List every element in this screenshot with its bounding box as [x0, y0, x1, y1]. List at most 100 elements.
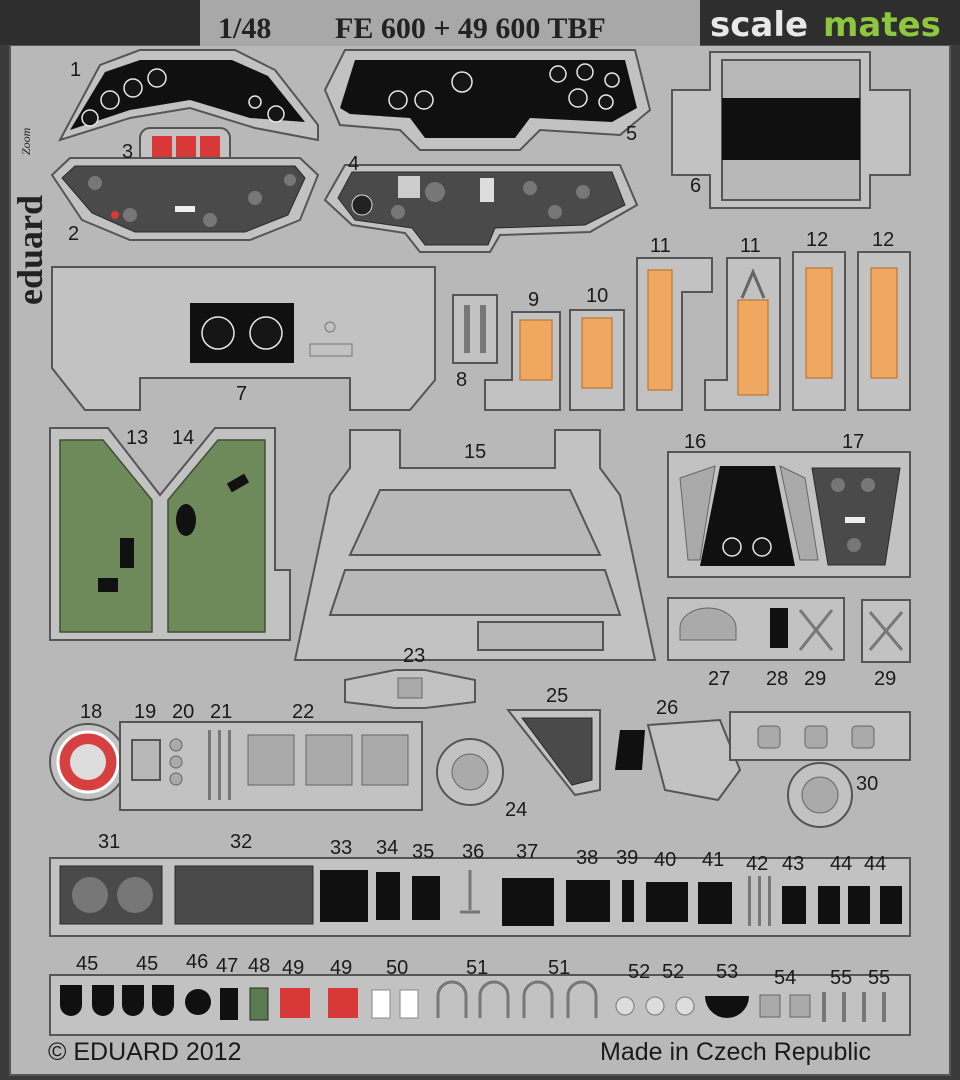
label-13: 13	[126, 427, 148, 449]
label-33: 33	[330, 837, 352, 859]
label-43: 43	[782, 853, 804, 875]
header-band: 1/48 FE 600 + 49 600 TBF scale mates	[0, 0, 960, 46]
label-55b: 55	[868, 967, 890, 989]
brand-logo: eduard Zoom	[10, 127, 50, 305]
label-5: 5	[626, 123, 637, 145]
label-41: 41	[702, 849, 724, 871]
label-54: 54	[774, 967, 796, 989]
label-38: 38	[576, 847, 598, 869]
label-55a: 55	[830, 967, 852, 989]
label-4: 4	[348, 153, 359, 175]
part-1-panel	[57, 49, 319, 142]
label-8: 8	[456, 369, 467, 391]
part-7-panel	[51, 266, 436, 411]
label-25: 25	[546, 685, 568, 707]
part-28	[770, 608, 788, 648]
label-12b: 12	[872, 229, 894, 251]
label-45a: 45	[76, 953, 98, 975]
zoom-mark: Zoom	[19, 127, 33, 155]
label-45b: 45	[136, 953, 158, 975]
part-4-panel	[323, 164, 639, 253]
set-codes-label: FE 600 + 49 600 TBF	[335, 12, 606, 45]
label-49b: 49	[330, 957, 352, 979]
label-16: 16	[684, 431, 706, 453]
label-26: 26	[656, 697, 678, 719]
label-40: 40	[654, 849, 676, 871]
label-39: 39	[616, 847, 638, 869]
parts-31-44-strip	[49, 857, 911, 937]
part-29b	[861, 599, 911, 663]
label-44a: 44	[830, 853, 852, 875]
part-25-panel	[505, 709, 601, 797]
label-51a: 51	[466, 957, 488, 979]
brand-name: eduard	[10, 195, 50, 305]
label-29b: 29	[874, 668, 896, 690]
label-11b: 11	[740, 235, 761, 257]
label-44b: 44	[864, 853, 886, 875]
label-2: 2	[68, 223, 79, 245]
label-28: 28	[766, 668, 788, 690]
label-14: 14	[172, 427, 194, 449]
label-3: 3	[122, 141, 133, 163]
label-27: 27	[708, 668, 730, 690]
part-number-labels: 1 2 3 4 5 6 7 8 9 10 11 11 12 12 13 14 1…	[68, 59, 896, 989]
copyright-text: © EDUARD 2012	[48, 1038, 242, 1066]
part-6-frame	[671, 51, 911, 209]
label-23: 23	[403, 645, 425, 667]
label-52b: 52	[662, 961, 684, 983]
label-24: 24	[505, 799, 527, 821]
part-26	[615, 718, 742, 802]
part-11a-belt	[636, 257, 713, 411]
watermark-mates: mates	[823, 5, 941, 45]
label-47: 47	[216, 955, 238, 977]
label-48: 48	[248, 955, 270, 977]
part-12a-belt	[792, 251, 846, 411]
origin-text: Made in Czech Republic	[600, 1038, 871, 1066]
label-32: 32	[230, 831, 252, 853]
parts-45-55-strip	[49, 974, 911, 1036]
part-13-14-green-panels	[49, 427, 291, 641]
part-24	[436, 738, 504, 806]
label-17: 17	[842, 431, 864, 453]
label-1: 1	[70, 59, 81, 81]
part-11b-belt	[704, 257, 781, 411]
part-2-panel	[50, 157, 320, 241]
label-18: 18	[80, 701, 102, 723]
part-8	[452, 294, 498, 364]
part-30	[729, 711, 911, 828]
label-20: 20	[172, 701, 194, 723]
parts-19-22-strip	[119, 721, 423, 811]
label-15: 15	[464, 441, 486, 463]
label-35: 35	[412, 841, 434, 863]
label-7: 7	[236, 383, 247, 405]
part-12b-belt	[857, 251, 911, 411]
label-29a: 29	[804, 668, 826, 690]
part-17-panel	[811, 467, 901, 566]
label-36: 36	[462, 841, 484, 863]
label-42: 42	[746, 853, 768, 875]
label-6: 6	[690, 175, 701, 197]
part-15-frame	[293, 429, 657, 661]
label-53: 53	[716, 961, 738, 983]
label-31: 31	[98, 831, 120, 853]
label-21: 21	[210, 701, 232, 723]
part-18-dial	[49, 723, 127, 801]
label-34: 34	[376, 837, 398, 859]
label-50: 50	[386, 957, 408, 979]
label-30: 30	[856, 773, 878, 795]
label-37: 37	[516, 841, 538, 863]
label-9: 9	[528, 289, 539, 311]
part-9-belt	[484, 311, 561, 411]
label-19: 19	[134, 701, 156, 723]
part-10-belt	[569, 309, 625, 411]
label-22: 22	[292, 701, 314, 723]
label-11a: 11	[650, 235, 671, 257]
label-46: 46	[186, 951, 208, 973]
label-51b: 51	[548, 957, 570, 979]
label-52a: 52	[628, 961, 650, 983]
label-49a: 49	[282, 957, 304, 979]
label-10: 10	[586, 285, 608, 307]
label-12a: 12	[806, 229, 828, 251]
part-29a	[798, 609, 834, 651]
